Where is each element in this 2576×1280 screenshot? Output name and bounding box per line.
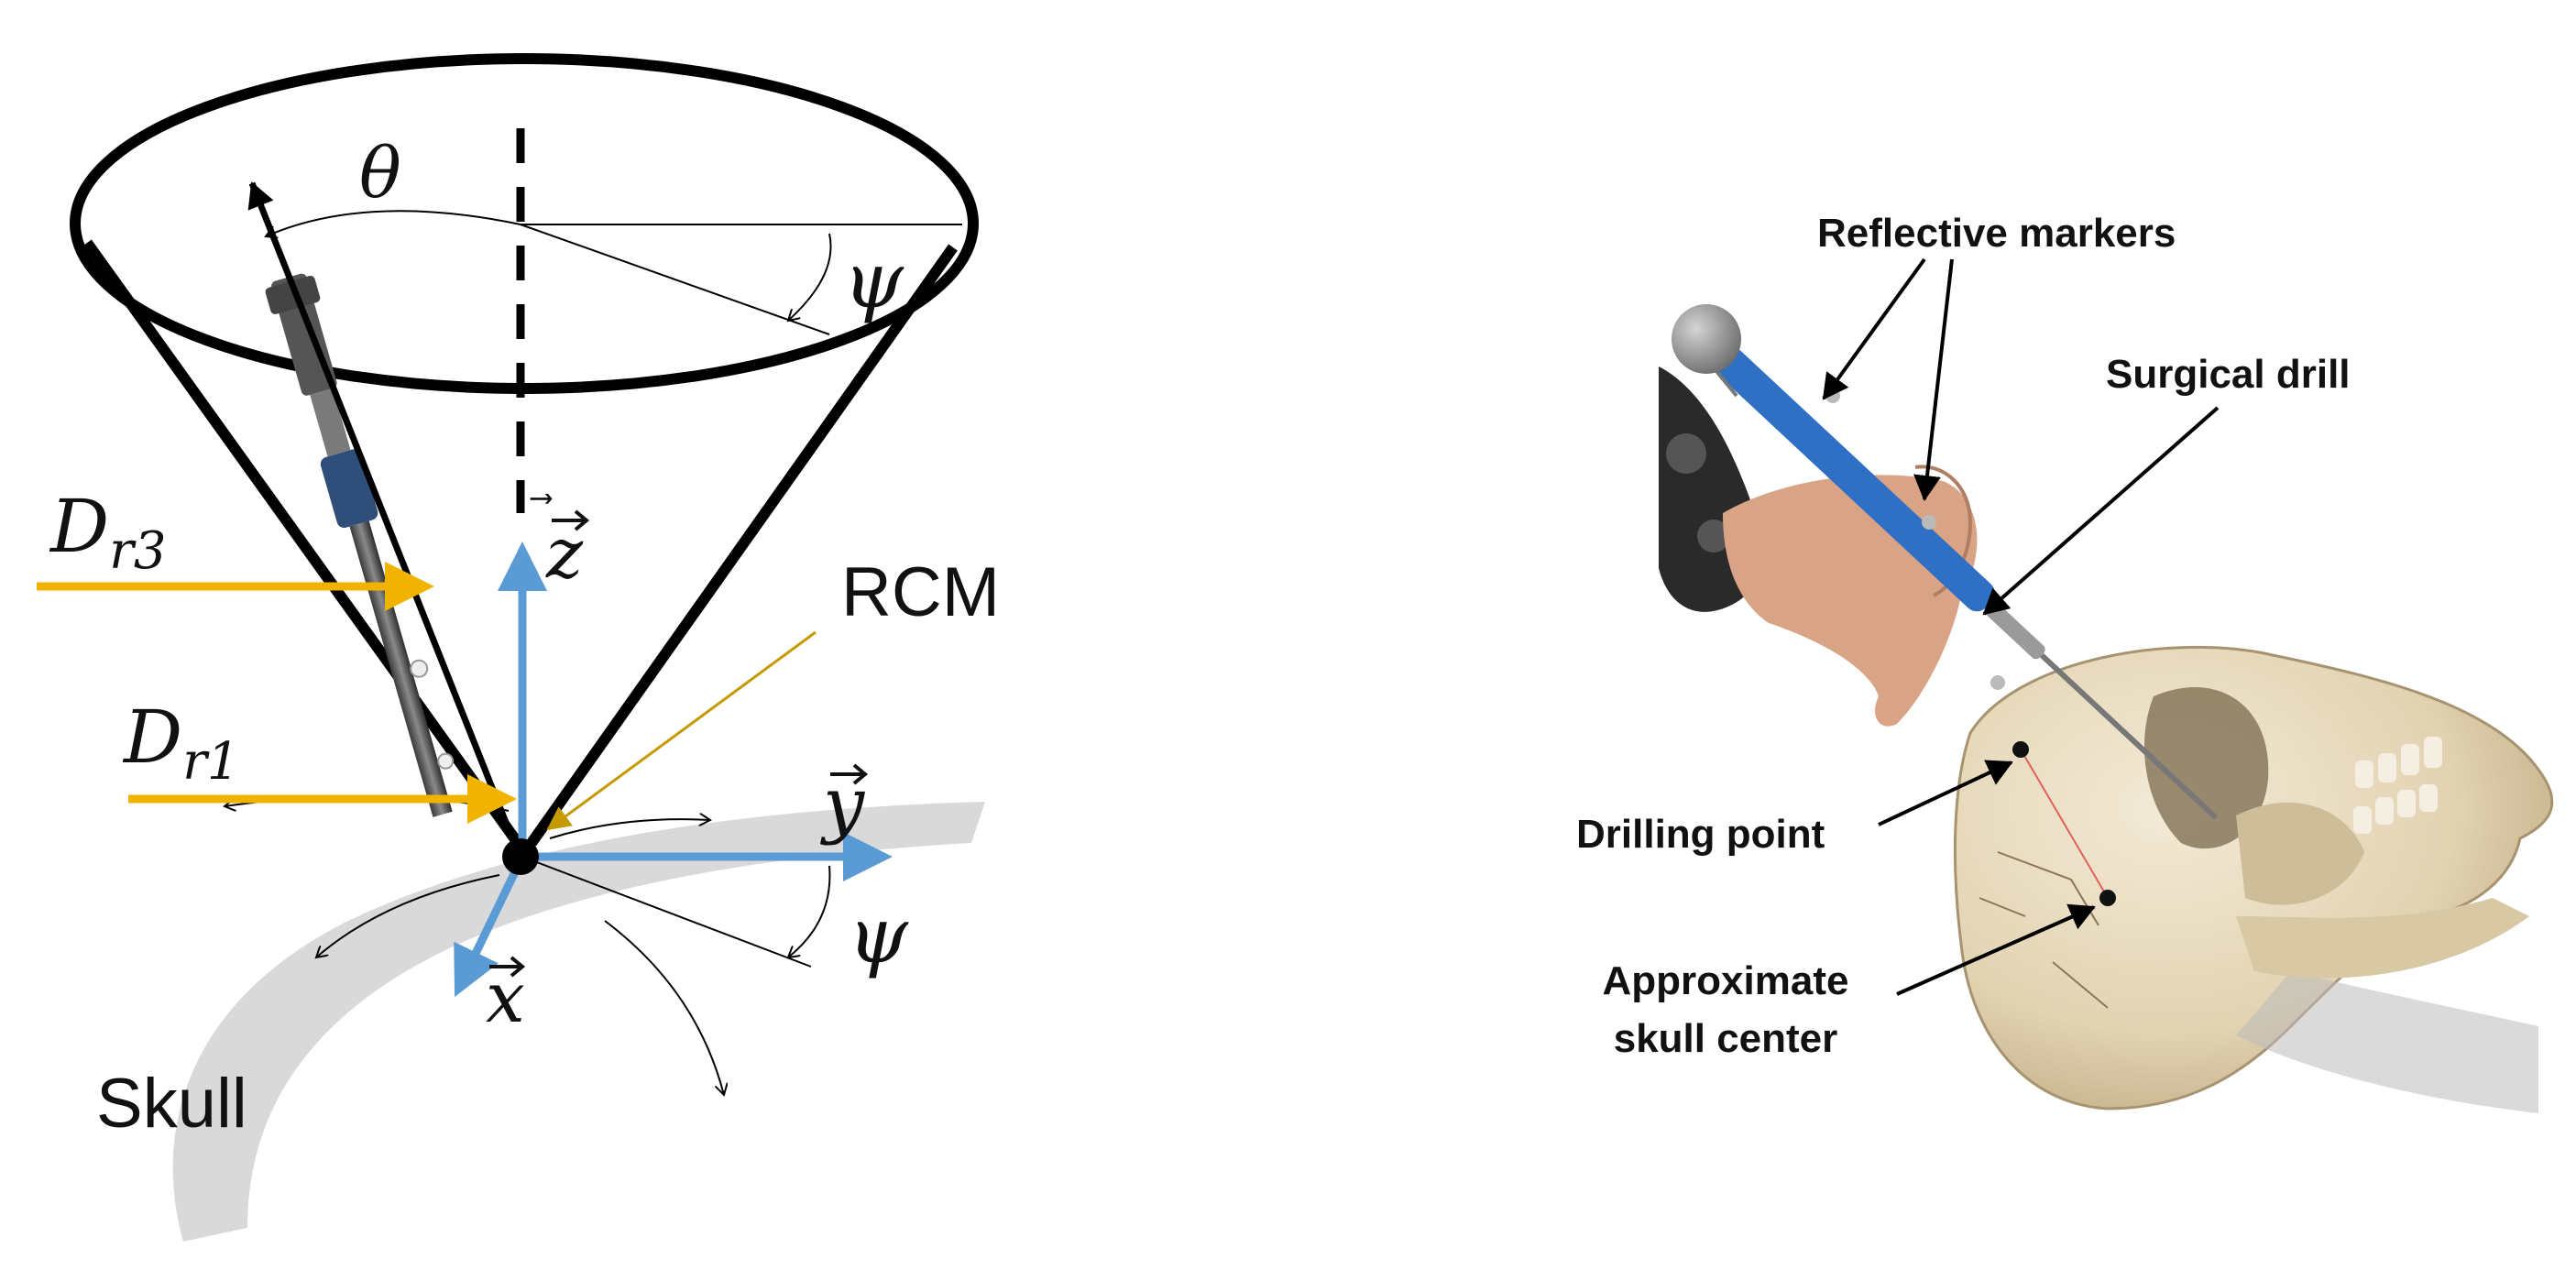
drill-body [1715, 347, 1995, 612]
surgical-drill-label: Surgical drill [2106, 352, 2351, 397]
svg-text:z: z [545, 512, 584, 594]
radius-line-diagonal [520, 224, 830, 335]
dr3-label: Dr3 [49, 484, 167, 581]
rcm-point [502, 838, 539, 875]
psi-arc-top [788, 233, 832, 321]
rotation-arrow-down-left [316, 874, 500, 957]
skull-center-dot [2099, 890, 2116, 906]
radius-line-bottom [521, 856, 812, 968]
psi-arc-bottom [788, 865, 831, 957]
tool-axis-arrow [247, 181, 512, 831]
rcm-cone-diagram: θ ψ ψ Dr3 Dr1 z ⃗ y x RCM Skull [37, 53, 1000, 1242]
glove-marker [1666, 433, 1706, 474]
skull-center-arrow [1896, 903, 2096, 996]
dr1-label: Dr1 [122, 695, 240, 792]
rcm-label: RCM [841, 553, 1000, 631]
drilling-point-arrow [1878, 760, 2013, 826]
hand [1723, 475, 1978, 727]
markers-arrow-1 [1822, 257, 1926, 400]
psi-label-top: ψ [843, 235, 904, 325]
cone-right-edge [527, 244, 958, 847]
approx-center-label-2: skull center [1614, 1016, 1838, 1061]
hand-with-drill [1659, 304, 2219, 820]
reflective-marker-ball [1672, 304, 1741, 374]
drill-arrow [1982, 406, 2220, 616]
y-axis-label: y [820, 761, 869, 847]
cone-left-edge [82, 239, 522, 847]
markers-arrow-2 [1913, 258, 1954, 501]
rotation-arrow-right [549, 819, 710, 839]
trajectory-line [2020, 749, 2109, 899]
reflective-markers-label: Reflective markers [1817, 211, 2176, 256]
rotation-arrow-down-right [604, 920, 724, 1095]
rcm-pointer [546, 630, 817, 831]
theta-label: θ [359, 132, 401, 213]
z-axis-label: z ⃗ [530, 493, 590, 594]
skull-model [1953, 645, 2554, 1113]
psi-label-bottom: ψ [848, 891, 909, 980]
drilling-point-dot [2012, 741, 2029, 758]
x-axis-label: x [486, 956, 526, 1038]
skull-label: Skull [96, 1065, 247, 1143]
surgical-photo: Reflective markers Surgical drill Drilli… [1576, 211, 2554, 1113]
drilling-point-label: Drilling point [1576, 812, 1825, 857]
svg-text:⃗: ⃗ [530, 493, 553, 504]
skull-surface [172, 802, 986, 1242]
approx-center-label-1: Approximate [1603, 958, 1849, 1003]
theta-arc [266, 210, 521, 236]
x-axis [454, 855, 527, 998]
teeth [2353, 737, 2442, 834]
drill-bit [2040, 652, 2219, 820]
